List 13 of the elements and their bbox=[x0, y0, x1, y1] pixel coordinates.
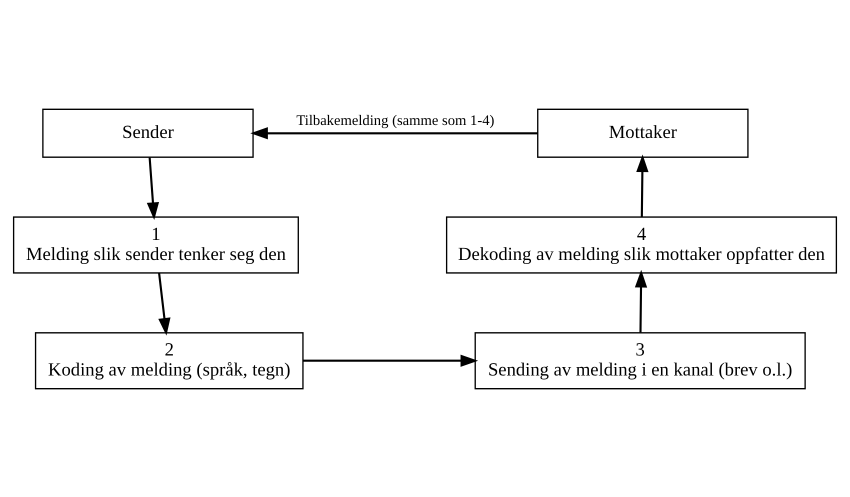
arrow bbox=[158, 272, 171, 336]
node-box: Sender bbox=[42, 108, 254, 158]
node-box: Mottaker bbox=[537, 108, 749, 158]
arrow bbox=[146, 157, 160, 220]
arrow bbox=[634, 269, 648, 332]
node-box: 1 Melding slik sender tenker seg den bbox=[12, 216, 299, 274]
arrow bbox=[250, 126, 538, 139]
node-box: 3 Sending av melding i en kanal (brev o.l.) bbox=[474, 332, 806, 389]
node-box: 2 Koding av melding (språk, tegn) bbox=[34, 332, 304, 389]
edge-label: Tilbakemelding (samme som 1-4) bbox=[296, 112, 494, 129]
node-box: 4 Dekoding av melding slik mottaker oppfatter den bbox=[446, 216, 838, 274]
arrow bbox=[303, 354, 478, 366]
arrow bbox=[636, 154, 649, 216]
